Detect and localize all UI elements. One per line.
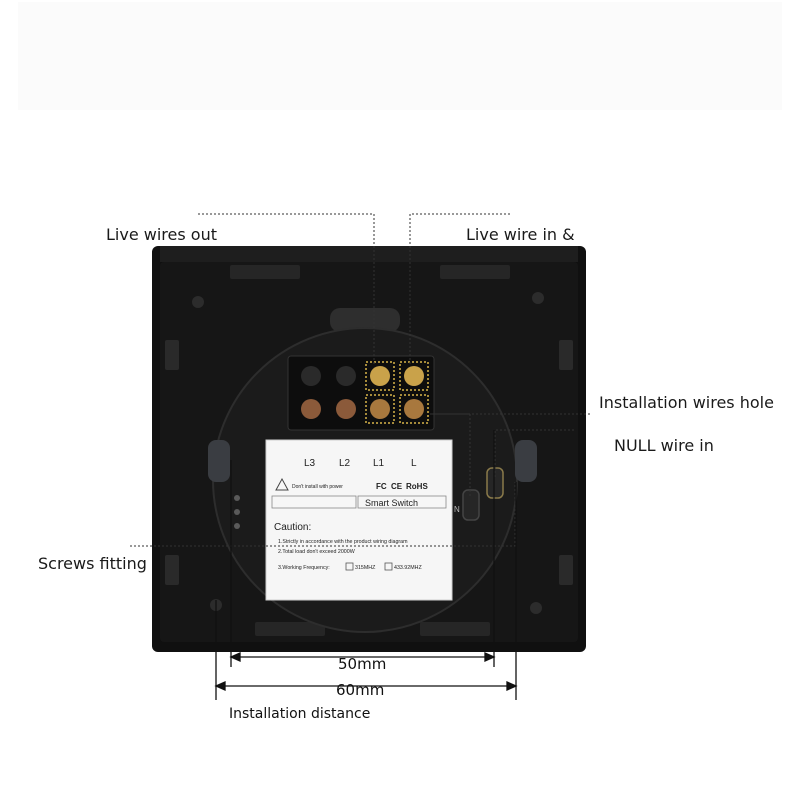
terminal-l2-screw: [336, 399, 356, 419]
corner-screw-tr: [532, 292, 544, 304]
cert-rohs: RoHS: [406, 482, 428, 491]
terminal-label-n: N: [454, 505, 460, 514]
dim-50mm-arrow-left: [229, 651, 241, 663]
top-opening: [330, 308, 400, 332]
terminal-l2-top: [336, 366, 356, 386]
screw-fitting-dot-2: [234, 509, 240, 515]
bottom-clip-right: [420, 622, 490, 636]
corner-screw-br: [530, 602, 542, 614]
product-name: Smart Switch: [365, 498, 418, 508]
mount-slot-left: [208, 440, 230, 482]
dimension-50mm: 50mm: [338, 655, 387, 673]
warning-icon: [275, 477, 289, 491]
corner-screw-tl: [192, 296, 204, 308]
cert-ce: CE: [391, 482, 403, 491]
model-strip: [271, 495, 357, 509]
leader-lines: [130, 213, 590, 547]
callout-screws-fitting: Screws fitting: [38, 554, 147, 573]
panel-top-edge: [160, 246, 578, 262]
terminal-l3-screw: [301, 399, 321, 419]
dim-60mm-arrow-right: [506, 680, 518, 692]
live-out-highlight: [365, 361, 395, 391]
leader-installation-wires-hole: [430, 413, 590, 498]
callout-live-wires-out: Live wires out: [106, 225, 217, 244]
instruction-sticker: L3 L2 L1 L Don't install with power FC C…: [265, 439, 453, 601]
terminal-l1-screw: [370, 399, 390, 419]
freq-option-2: 433.92MHZ: [394, 565, 422, 571]
top-clip-right: [440, 265, 510, 279]
sticker-warning: Don't install with power: [292, 484, 343, 490]
screw-fitting-dot-1: [234, 495, 240, 501]
freq-checkbox-2: [384, 562, 393, 571]
terminal-label-l: L: [411, 458, 417, 469]
dim-50mm-arrow-right: [484, 651, 496, 663]
caution-title: Caution:: [274, 522, 311, 533]
leader-live-wire-in: [409, 213, 510, 366]
leader-live-wires-out: [198, 213, 375, 366]
dimension-caption: Installation distance: [229, 706, 371, 722]
dimension-60mm: 60mm: [336, 681, 385, 699]
l1-screw-highlight: [365, 394, 395, 424]
null-wire-hole: [462, 489, 480, 521]
slot-left-upper: [165, 340, 179, 370]
dimension-lines: [214, 430, 518, 700]
callout-installation-wires-hole: Installation wires hole: [599, 393, 774, 412]
terminal-block: [287, 355, 435, 431]
slot-right-upper: [559, 340, 573, 370]
terminal-l1-top: [370, 366, 390, 386]
live-in-highlight: [399, 361, 429, 391]
l-screw-highlight: [399, 394, 429, 424]
bottom-clip-left: [255, 622, 325, 636]
callout-null-wire-in: NULL wire in: [614, 436, 714, 455]
terminal-block-body: [287, 355, 435, 431]
caution-line-3: 3.Working Frequency:: [278, 565, 330, 571]
top-clip-left: [230, 265, 300, 279]
sticker-background: [265, 439, 453, 601]
slot-left-lower: [165, 555, 179, 585]
terminal-l-top: [404, 366, 424, 386]
mount-slot-right: [515, 440, 537, 482]
slot-right-lower: [559, 555, 573, 585]
terminal-label-l3: L3: [304, 458, 316, 469]
dim-60mm-arrow-left: [214, 680, 226, 692]
cert-fc: FC: [376, 482, 387, 491]
screw-fitting-dot-3: [234, 523, 240, 529]
leader-screws-fitting: [130, 482, 516, 547]
freq-checkbox-1: [345, 562, 354, 571]
caution-line-1: 1.Strictly in accordance with the produc…: [278, 539, 408, 545]
background-frame: [18, 2, 782, 110]
terminal-l3-top: [301, 366, 321, 386]
freq-option-1: 315MHZ: [355, 565, 376, 571]
terminal-label-l1: L1: [373, 458, 385, 469]
terminal-label-l2: L2: [339, 458, 351, 469]
product-name-box: [357, 495, 447, 509]
callout-live-wire-in: Live wire in &: [466, 225, 575, 244]
caution-line-2: 2.Total load don't exceed 2000W: [278, 549, 355, 555]
terminal-l-screw: [404, 399, 424, 419]
